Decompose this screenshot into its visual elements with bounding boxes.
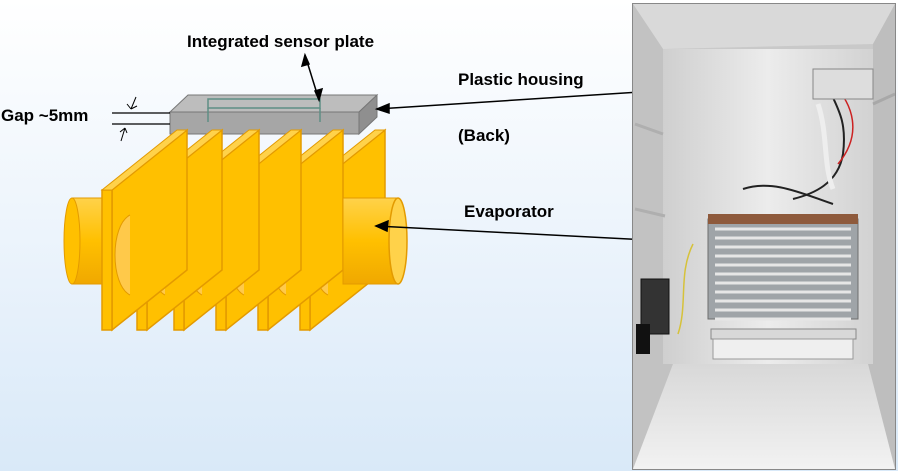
- sensor-plate-label: Integrated sensor plate: [187, 32, 375, 51]
- housing-label: Plastic housing: [458, 70, 584, 89]
- evaporator-fins: [100, 128, 387, 332]
- gap-label: Gap ~5mm: [1, 106, 89, 125]
- evaporator-label: Evaporator: [464, 202, 554, 221]
- fin-plate: [100, 128, 189, 332]
- sensor-plate: [168, 93, 379, 136]
- back-label: (Back): [458, 126, 510, 145]
- gap-indicator: [112, 96, 170, 142]
- refrigerator-photo: [632, 3, 896, 470]
- evaporator-pipe-end: [342, 197, 408, 285]
